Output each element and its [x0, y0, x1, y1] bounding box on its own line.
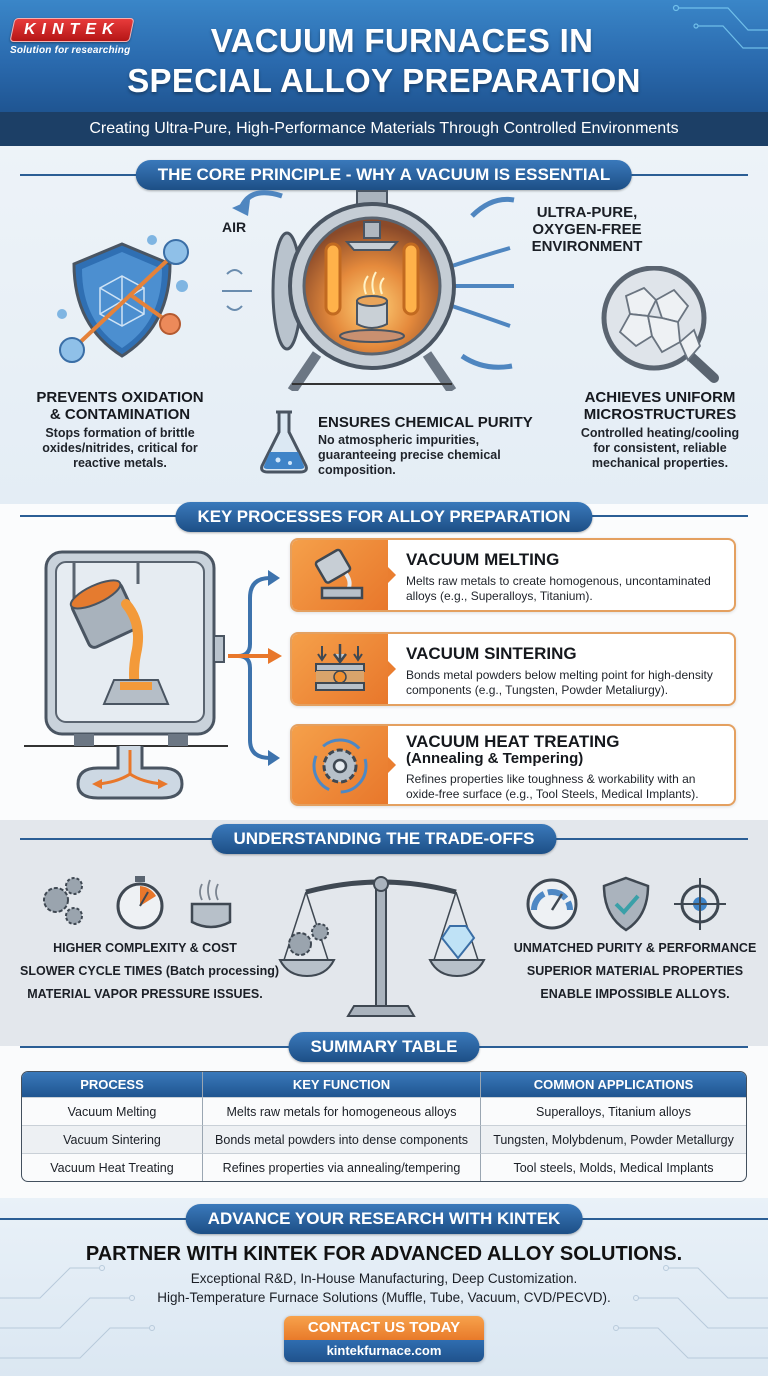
process-card-heat-treating[interactable]: VACUUM HEAT TREATING (Annealing & Temper…: [290, 724, 736, 806]
column-header: KEY FUNCTION: [202, 1072, 480, 1097]
section-heading-core: THE CORE PRINCIPLE - WHY A VACUUM IS ESS…: [135, 160, 633, 190]
circuit-decoration-icon: [0, 1265, 768, 1359]
core-principle-section: THE CORE PRINCIPLE - WHY A VACUUM IS ESS…: [0, 146, 768, 504]
table-row: Vacuum Sintering Bonds metal powders int…: [22, 1125, 746, 1153]
air-label: AIR: [222, 219, 247, 235]
pro-item: SUPERIOR MATERIAL PROPERTIES: [526, 964, 744, 978]
target-icon: [674, 878, 726, 930]
balance-scale-icon: [278, 876, 486, 1017]
subtitle-bar: Creating Ultra-Pure, High-Performance Ma…: [0, 112, 768, 146]
summary-section: SUMMARY TABLE PROCESS KEY FUNCTION COMMO…: [0, 1032, 768, 1198]
page-title-line2: SPECIAL ALLOY PREPARATION: [127, 62, 641, 99]
pro-item: ENABLE IMPOSSIBLE ALLOYS.: [540, 987, 730, 1001]
section-heading-summary: SUMMARY TABLE: [288, 1032, 480, 1062]
pro-item: UNMATCHED PURITY & PERFORMANCE: [513, 941, 757, 955]
table-row: Vacuum Melting Melts raw metals for homo…: [22, 1097, 746, 1125]
gear-cycle-icon: [292, 726, 396, 804]
cta-section: ADVANCE YOUR RESEARCH WITH KINTEK PARTNE…: [0, 1198, 768, 1376]
environment-label: ULTRA-PURE, OXYGEN-FREE ENVIRONMENT: [531, 204, 643, 255]
shield-check-icon: [602, 876, 650, 932]
tradeoffs-section: UNDERSTANDING THE TRADE-OFFS HIGHER COMP…: [0, 820, 768, 1046]
header-banner: KINTEK Solution for researching VACUUM F…: [0, 0, 768, 112]
process-card-sintering[interactable]: VACUUM SINTERING Bonds metal powders bel…: [290, 632, 736, 706]
pouring-crucible-icon: [292, 540, 396, 610]
con-item: HIGHER COMPLEXITY & COST: [53, 941, 237, 955]
cta-line2: High-Temperature Furnace Solutions (Muff…: [157, 1290, 611, 1305]
vacuum-furnace-illustration: [222, 190, 515, 391]
page-title-line1: VACUUM FURNACES IN: [210, 22, 594, 59]
gears-icon: [43, 877, 83, 925]
column-header: PROCESS: [22, 1072, 202, 1097]
table-row: Vacuum Heat Treating Refines properties …: [22, 1153, 746, 1181]
furnace-melting-illustration: [24, 550, 282, 800]
circuit-decoration-icon: [672, 4, 768, 49]
section-heading-tradeoffs: UNDERSTANDING THE TRADE-OFFS: [211, 824, 557, 854]
feature-title-purity: ENSURES CHEMICAL PURITY: [318, 414, 533, 431]
section-heading-cta: ADVANCE YOUR RESEARCH WITH KINTEK: [185, 1204, 583, 1234]
feature-title-oxidation: PREVENTS OXIDATION& CONTAMINATION: [36, 389, 204, 423]
gauge-icon: [526, 878, 578, 930]
flask-icon: [260, 410, 308, 474]
contact-button-group: CONTACT US TODAY kintekfurnace.com: [284, 1316, 484, 1362]
cta-headline: PARTNER WITH KINTEK FOR ADVANCED ALLOY S…: [85, 1243, 683, 1265]
process-card-melting[interactable]: VACUUM MELTING Melts raw metals to creat…: [290, 538, 736, 612]
press-powder-icon: [292, 634, 396, 704]
con-item: MATERIAL VAPOR PRESSURE ISSUES.: [27, 987, 263, 1001]
stopwatch-icon: [116, 876, 164, 930]
table-header-row: PROCESS KEY FUNCTION COMMON APPLICATIONS: [22, 1072, 746, 1097]
con-item: SLOWER CYCLE TIMES (Batch processing): [20, 964, 280, 978]
shield-molecule-icon: [57, 235, 189, 363]
crucible-vapor-icon: [190, 879, 232, 929]
section-heading-processes: KEY PROCESSES FOR ALLOY PREPARATION: [175, 502, 593, 532]
pros-icons: [526, 876, 726, 932]
cta-line1: Exceptional R&D, In-House Manufacturing,…: [190, 1271, 578, 1286]
kintek-logo[interactable]: KINTEK Solution for researching: [9, 18, 140, 56]
cons-icons: [43, 876, 232, 930]
website-link[interactable]: kintekfurnace.com: [284, 1340, 484, 1362]
logo-tagline: Solution for researching: [10, 45, 131, 56]
contact-us-button[interactable]: CONTACT US TODAY: [284, 1316, 484, 1340]
magnifier-grain-icon: [601, 266, 719, 383]
feature-desc-purity: No atmospheric impurities,guaranteeing p…: [318, 433, 501, 477]
key-processes-section: KEY PROCESSES FOR ALLOY PREPARATION VACU…: [0, 502, 768, 820]
column-header: COMMON APPLICATIONS: [480, 1072, 746, 1097]
summary-table: PROCESS KEY FUNCTION COMMON APPLICATIONS…: [21, 1071, 747, 1182]
